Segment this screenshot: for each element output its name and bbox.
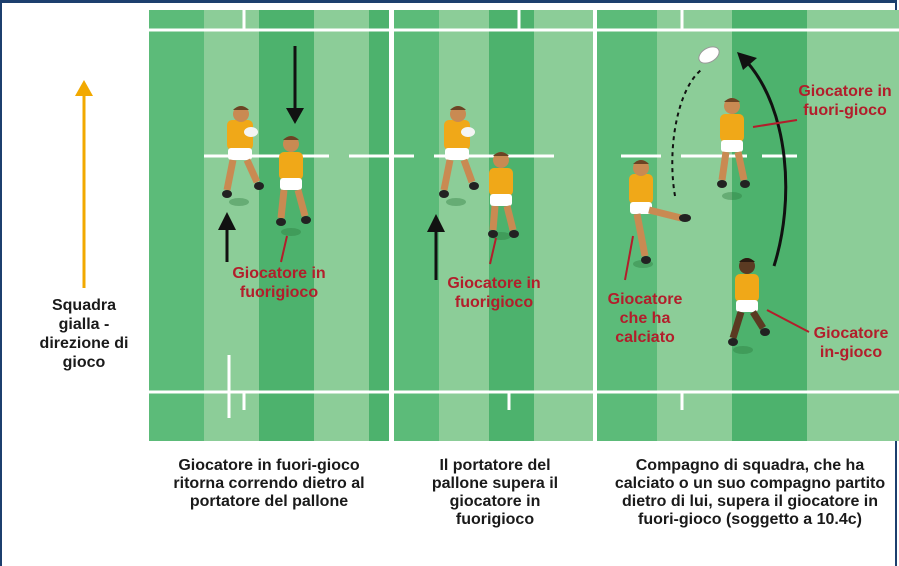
kicker-figure [629,160,691,268]
ball-carrier-figure [222,106,264,206]
rugby-ball-icon [698,46,720,64]
leader-line [489,237,497,265]
panel-ball-carrier-passes: Giocatore in fuorigioco [394,10,593,441]
onside-player-figure [728,258,770,354]
kick-path [671,69,702,197]
caption-panel-3: Compagno di squadra, che ha calciato o u… [614,457,886,528]
arrow-up-icon [218,212,236,262]
pitch-3 [597,10,899,441]
offside-player-figure [488,152,519,240]
annotation-offside-player: Giocatore in fuorigioco [447,275,541,311]
ball-carrier-figure [439,106,479,206]
offside-player-figure [276,136,311,236]
annotation-offside-player: Giocatore in fuorigioco [232,265,326,301]
annotation-onside-player: Giocatore in-gioco [813,325,889,361]
pitch-1 [149,10,389,441]
arrow-down-icon [286,46,304,124]
offside-player-figure [717,98,750,200]
leader-line [624,235,634,281]
leader-line [280,235,288,263]
caption-panel-2: Il portatore del pallone supera il gioca… [431,457,559,528]
pitch-2 [394,10,593,441]
run-arrow-icon [745,61,788,267]
direction-arrow-icon [75,80,93,288]
direction-label: Squadra gialla - direzione di gioco [39,297,129,371]
leader-line [766,309,810,333]
annotation-kicker: Giocatore che ha calciato [607,291,683,346]
annotation-offside-player: Giocatore in fuori-gioco [798,83,892,119]
arrow-up-icon [427,214,445,280]
caption-panel-1: Giocatore in fuori-gioco ritorna corrend… [173,457,365,510]
panel-offside-player-retreats: Giocatore in fuorigioco [149,10,389,441]
leader-line [752,119,798,128]
panel-kicker-teammate-passes: Giocatore in fuori-gioco Giocatore che h… [597,10,899,441]
